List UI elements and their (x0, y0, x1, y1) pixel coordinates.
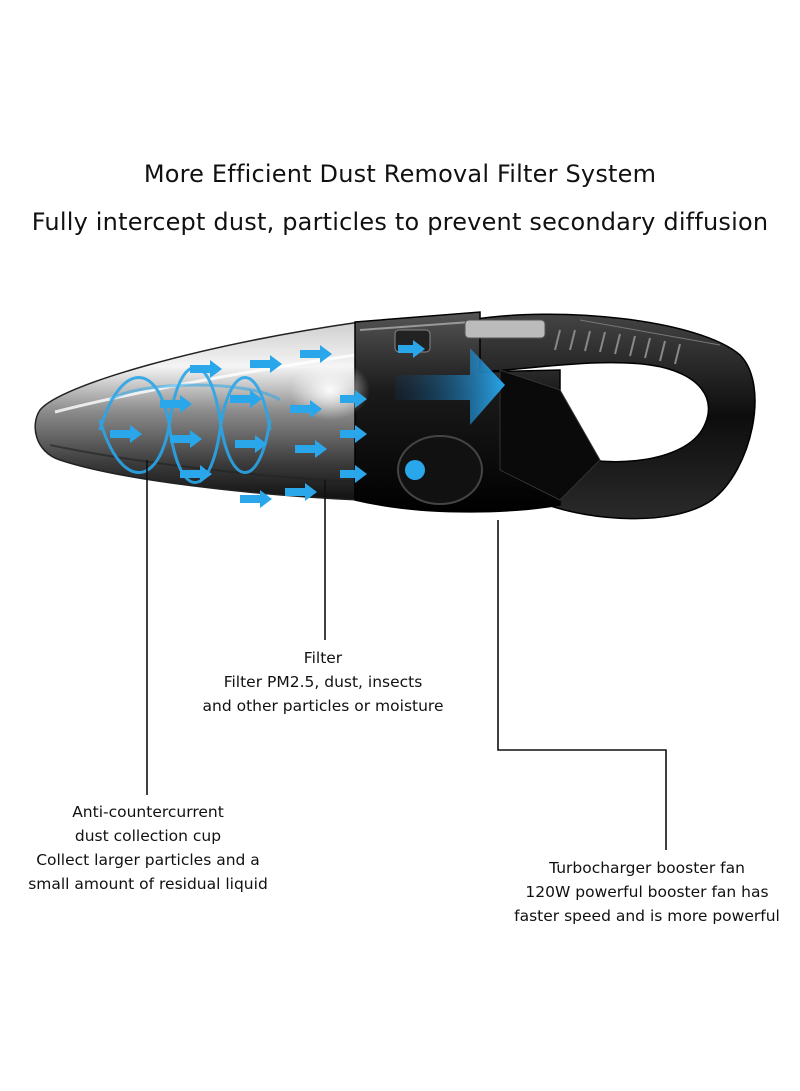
page-title: More Efficient Dust Removal Filter Syste… (143, 160, 657, 188)
cup-callout-line1: Anti-countercurrent (72, 803, 224, 821)
page-subtitle: Fully intercept dust, particles to preve… (31, 208, 769, 236)
fan-callout-line1: 120W powerful booster fan has (525, 883, 769, 901)
fan-callout-line2: faster speed and is more powerful (514, 907, 780, 925)
handle (469, 313, 756, 520)
filter-callout-line1: Filter PM2.5, dust, insects (223, 673, 423, 691)
leader-lines (146, 460, 667, 850)
fan-leader-line (497, 520, 667, 850)
fan-callout: Turbocharger booster fan 120W powerful b… (500, 856, 794, 928)
cup-callout-line3: Collect larger particles and a (36, 851, 260, 869)
filter-callout-title: Filter (303, 649, 343, 667)
cup-callout: Anti-countercurrent dust collection cup … (0, 800, 296, 896)
airflow-arrow-icon (110, 340, 425, 508)
cup-callout-line4: small amount of residual liquid (28, 875, 268, 893)
large-airflow-arrow-icon (395, 348, 505, 425)
filter-callout: Filter Filter PM2.5, dust, insects and o… (160, 646, 486, 718)
fan-callout-title: Turbocharger booster fan (549, 859, 745, 877)
cup-callout-line2: dust collection cup (74, 827, 222, 845)
filter-callout-line2: and other particles or moisture (202, 697, 444, 715)
motor-housing (354, 311, 601, 513)
